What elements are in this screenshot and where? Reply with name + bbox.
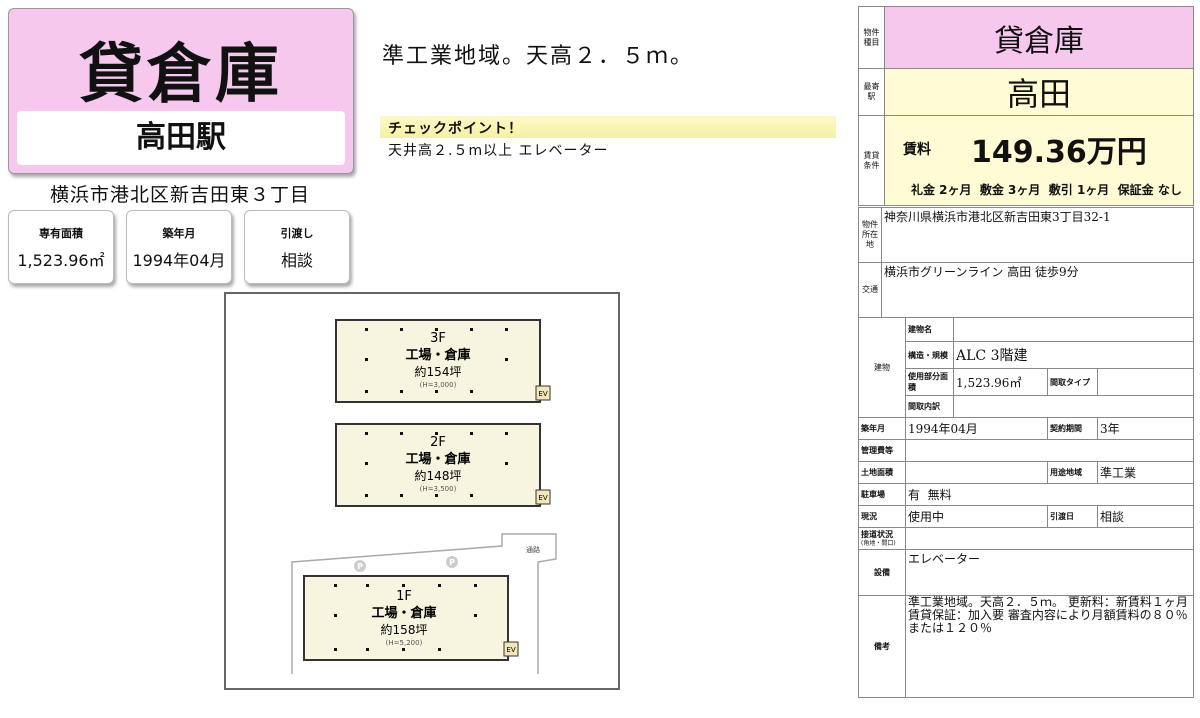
checkpoint-label: チェックポイント！ — [388, 121, 523, 137]
equip-label: 設備 — [858, 549, 906, 596]
floor-3f: 3F 工場・倉庫 約154坪 (H=3,000) EV — [335, 319, 551, 403]
layout-type-value — [1097, 368, 1194, 396]
rent-conditions: 礼金 2ヶ月 敷金 3ヶ月 敷引 1ヶ月 保証金 なし — [911, 182, 1182, 197]
ev-label: EV — [538, 494, 547, 502]
building-name-value — [953, 317, 1194, 342]
location-header: 物件所在地 — [858, 207, 882, 263]
info-box-value: 1,523.96㎡ — [17, 251, 105, 270]
contract-label: 契約期間 — [1047, 417, 1098, 440]
zoning-value: 準工業 — [1097, 461, 1194, 484]
remarks-label: 備考 — [858, 595, 906, 698]
road-label: 通路 — [526, 545, 540, 554]
area-label: 使用部分面積 — [905, 368, 954, 396]
station-value: 高田 — [884, 68, 1194, 116]
rent-label: 賃料 — [903, 141, 931, 158]
address-short: 横浜市港北区新吉田東３丁目 — [49, 184, 310, 206]
built-value: 1994年04月 — [905, 417, 1048, 440]
status-label: 現況 — [858, 505, 906, 528]
parking-value: 有 無料 — [905, 483, 1194, 506]
floor-use: 工場・倉庫 — [371, 605, 436, 621]
station-header: 最寄駅 — [858, 68, 885, 116]
station-label: 高田駅 — [17, 111, 345, 165]
property-banner: 貸倉庫 高田駅 — [8, 8, 354, 174]
info-box-label: 専有面積 — [39, 227, 83, 240]
road-label: 接道状況 — [861, 529, 893, 539]
detail-table: 物件所在地 神奈川県横浜市港北区新吉田東3丁目32-1 交通 横浜市グリーンライ… — [858, 207, 1194, 698]
floor-plan-drawing: 3F 工場・倉庫 約154坪 (H=3,000) EV 2F 工場・倉庫 約14… — [291, 319, 557, 674]
status-value: 使用中 — [905, 505, 1048, 528]
floor-height: (H=5,200) — [386, 639, 423, 647]
structure-label: 構造・規模 — [905, 341, 954, 369]
headline: 準工業地域。天高２．５ｍ。 — [382, 44, 695, 69]
floor-label: 3F — [430, 331, 446, 346]
location-value: 神奈川県横浜市港北区新吉田東3丁目32-1 — [881, 207, 1194, 263]
floor-plan: 3F 工場・倉庫 約154坪 (H=3,000) EV 2F 工場・倉庫 約14… — [224, 292, 620, 690]
info-box-built: 築年月 1994年04月 — [126, 210, 232, 284]
layout-detail-value — [953, 395, 1194, 418]
remarks-value: 準工業地域。天高２．５ｍ。 更新料：新賃料１ヶ月 賃貸保証：加入要 審査内容によ… — [905, 595, 1194, 698]
mgmt-value — [905, 439, 1194, 462]
floor-area: 約158坪 — [381, 622, 428, 637]
floor-label: 2F — [430, 435, 446, 450]
parking-label: P — [449, 558, 455, 567]
equip-value: エレベーター — [905, 549, 1194, 596]
parking-icon — [446, 556, 458, 568]
road-value — [905, 527, 1194, 550]
transport-header: 交通 — [858, 262, 882, 318]
floor-area: 約154坪 — [415, 364, 462, 379]
floor-1f: 1F 工場・倉庫 約158坪 (H=5,200) EV — [303, 575, 519, 661]
handover-value: 相談 — [1097, 505, 1194, 528]
structure-value: ALC 3階建 — [953, 341, 1194, 369]
summary-table: 物件種目 貸倉庫 最寄駅 高田 賃貸条件 賃料 149.36万円 礼金 2ヶ月 … — [858, 6, 1194, 206]
site-boundary — [291, 533, 557, 674]
land-label: 土地面積 — [858, 461, 906, 484]
contract-value: 3年 — [1097, 417, 1194, 440]
floor-label: 1F — [396, 589, 412, 604]
checkpoint-bar — [380, 116, 836, 138]
floor-height: (H=3,500) — [420, 485, 457, 493]
parking-label: P — [357, 562, 363, 571]
built-label: 築年月 — [858, 417, 906, 440]
floor-area: 約148坪 — [415, 468, 462, 483]
property-type-title: 貸倉庫 — [79, 37, 283, 112]
zoning-label: 用途地域 — [1047, 461, 1098, 484]
building-header: 建物 — [858, 317, 906, 418]
layout-type-label: 間取タイプ — [1047, 368, 1098, 396]
parking-label: 駐車場 — [858, 483, 906, 506]
ev-label: EV — [538, 390, 547, 398]
floor-height: (H=3,000) — [420, 381, 457, 389]
floor-use: 工場・倉庫 — [405, 347, 470, 363]
type-header: 物件種目 — [858, 6, 885, 69]
info-box-value: 相談 — [280, 251, 313, 270]
parking-icon — [354, 560, 366, 572]
info-box-label: 築年月 — [162, 227, 196, 240]
transport-value: 横浜市グリーンライン 高田 徒歩9分 — [881, 262, 1194, 318]
road-sublabel: (角地・間口) — [861, 539, 896, 547]
area-value: 1,523.96㎡ — [953, 368, 1048, 396]
layout-detail-label: 間取内訳 — [905, 395, 954, 418]
info-box-area: 専有面積 1,523.96㎡ — [8, 210, 114, 284]
info-box-label: 引渡し — [280, 227, 314, 240]
info-box-handover: 引渡し 相談 — [244, 210, 350, 284]
info-box-value: 1994年04月 — [132, 251, 226, 270]
handover-label: 引渡日 — [1047, 505, 1098, 528]
building-name-label: 建物名 — [905, 317, 954, 342]
floor-use: 工場・倉庫 — [405, 451, 470, 467]
mgmt-label: 管理費等 — [858, 439, 906, 462]
rent-header: 賃貸条件 — [858, 115, 885, 206]
rent-value: 149.36万円 — [971, 134, 1147, 170]
type-value: 貸倉庫 — [884, 6, 1194, 69]
checkpoint-text: 天井高２.５m以上 エレベーター — [388, 143, 609, 159]
ev-label: EV — [506, 646, 515, 654]
land-value — [905, 461, 1048, 484]
floor-2f: 2F 工場・倉庫 約148坪 (H=3,500) EV — [335, 423, 551, 507]
